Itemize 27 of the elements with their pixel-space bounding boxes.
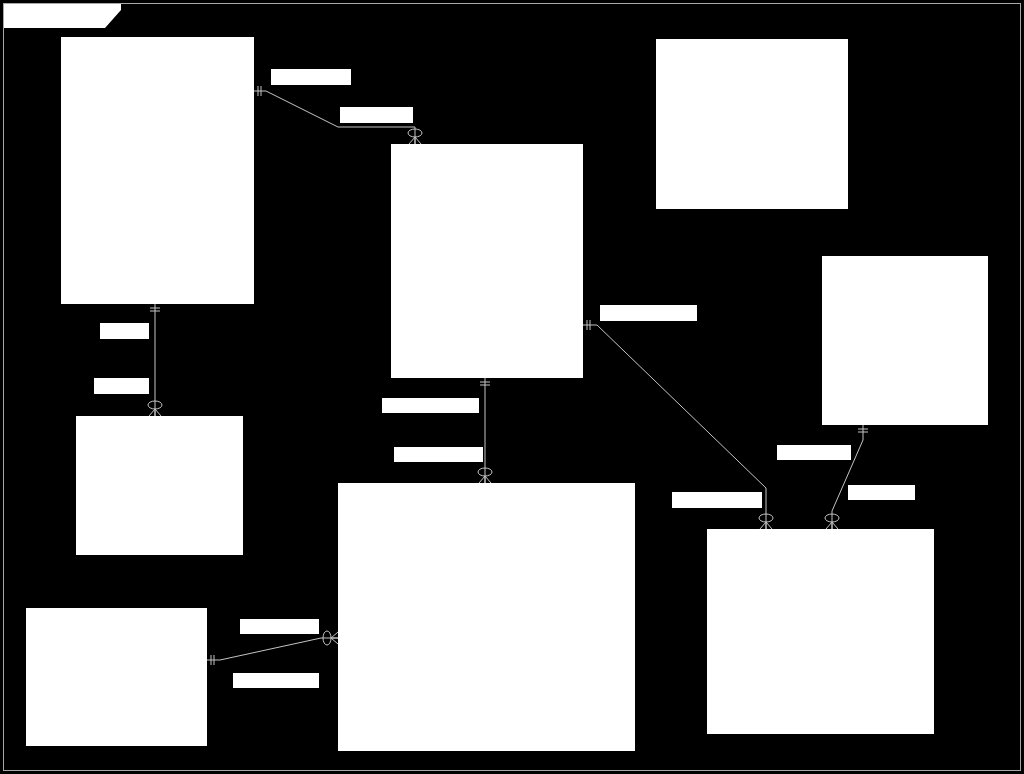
relationship-line	[824, 424, 868, 530]
blank-label-bar	[777, 445, 851, 460]
blank-label-bar	[340, 107, 413, 123]
blank-label-bar	[382, 398, 479, 413]
entity-box	[822, 256, 988, 425]
entity-box	[338, 483, 635, 751]
entity-box	[26, 608, 207, 746]
blank-label-bar	[848, 485, 915, 500]
relationship-line	[477, 377, 493, 484]
blank-label-bar	[672, 492, 762, 508]
blank-label-bar	[100, 323, 149, 339]
blank-label-bar	[233, 673, 319, 688]
entity-box	[61, 37, 254, 304]
blank-label-bar	[94, 378, 149, 394]
entity-box	[391, 144, 583, 378]
relationship-line	[582, 320, 774, 530]
relationship-line	[253, 86, 423, 145]
blank-label-bar	[240, 619, 319, 634]
blank-label-bar	[600, 305, 697, 321]
relationship-line	[147, 303, 163, 417]
blank-label-bar	[394, 447, 483, 462]
entity-box	[76, 416, 243, 555]
diagram-frame	[3, 3, 1021, 771]
entity-box	[707, 529, 934, 734]
relationship-line	[206, 630, 339, 665]
entity-box	[656, 39, 848, 209]
blank-label-bar	[271, 69, 351, 85]
